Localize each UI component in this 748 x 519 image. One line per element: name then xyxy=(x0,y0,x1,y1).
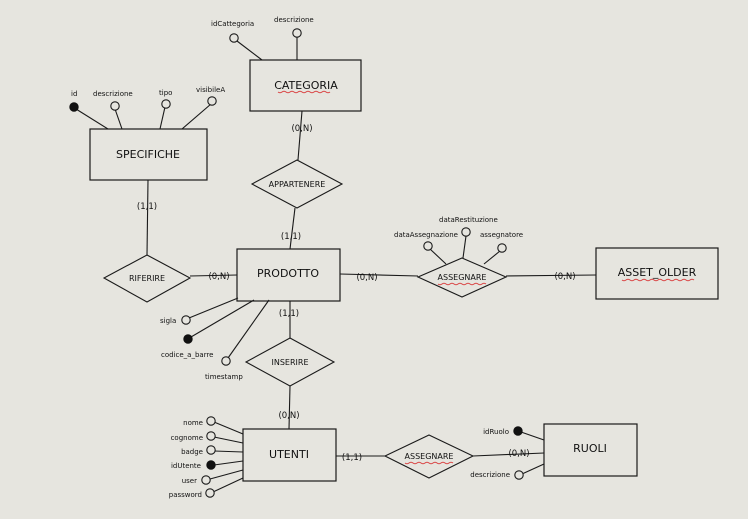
card-ruoli-assegnare: (0,N) xyxy=(508,449,529,459)
cardinality-labels: (0,N) (1,1) (1,1) (0,N) (0,N) (0,N) (1,1… xyxy=(137,124,576,463)
attr-badge-label: badge xyxy=(181,448,203,456)
connector-lines xyxy=(75,37,597,493)
attr-idcategoria-circle xyxy=(229,33,239,43)
attr-id-key-circle xyxy=(69,102,79,112)
card-prodotto-assegnare: (0,N) xyxy=(356,273,377,283)
attr-sigla-label: sigla xyxy=(160,317,176,325)
attr-user-label: user xyxy=(182,477,197,485)
card-asset-assegnare: (0,N) xyxy=(554,272,575,282)
attr-ruoli-descrizione-label: descrizione xyxy=(470,471,510,479)
attr-dataassegnazione-circle xyxy=(423,241,433,251)
entity-asset-older-label: ASSET_OLDER xyxy=(618,266,697,279)
attr-nome-circle xyxy=(206,416,216,426)
relationship-inserire: INSERIRE xyxy=(244,337,336,387)
relationship-assegnare-asset-label: ASSEGNARE xyxy=(438,273,487,282)
attr-timestamp-label: timestamp xyxy=(205,373,243,381)
attr-datarestituzione-circle xyxy=(461,227,471,237)
attr-timestamp-circle xyxy=(221,356,231,366)
relationship-inserire-label: INSERIRE xyxy=(271,358,308,367)
attr-badge-circle xyxy=(206,445,216,455)
entity-utenti-label: UTENTI xyxy=(269,448,309,461)
entity-specifiche: SPECIFICHE xyxy=(89,128,208,181)
attr-assegnatore-label: assegnatore xyxy=(480,231,523,239)
attr-ruoli-descrizione-circle xyxy=(514,470,524,480)
entity-prodotto: PRODOTTO xyxy=(236,248,341,302)
attr-idutente-key-circle xyxy=(206,460,216,470)
attr-cognome-circle xyxy=(206,431,216,441)
entity-categoria-label: CATEGORIA xyxy=(274,79,338,92)
entity-ruoli: RUOLI xyxy=(543,423,638,477)
card-utenti-assegnare: (1,1) xyxy=(342,453,362,463)
entity-asset-older: ASSET_OLDER xyxy=(595,247,719,300)
attr-sigla-circle xyxy=(181,315,191,325)
relationship-assegnare-ruoli: ASSEGNARE xyxy=(383,434,475,479)
attr-specifiche-descrizione-label: descrizione xyxy=(93,90,133,98)
attr-id-label: id xyxy=(71,90,77,98)
card-categoria-appartenere: (0,N) xyxy=(291,124,312,134)
attr-idruolo-label: idRuolo xyxy=(483,428,509,436)
card-utenti-inserire: (0,N) xyxy=(278,411,299,421)
attr-datarestituzione-label: dataRestituzione xyxy=(439,216,498,224)
attr-visibilea-label: visibileA xyxy=(196,86,225,94)
attr-tipo-label: tipo xyxy=(159,89,172,97)
attr-nome-label: nome xyxy=(183,419,203,427)
attr-idutente-label: idUtente xyxy=(171,462,201,470)
relationship-riferire-label: RIFERIRE xyxy=(129,274,165,283)
attr-cognome-label: cognome xyxy=(171,434,203,442)
entity-ruoli-label: RUOLI xyxy=(573,442,607,455)
attr-user-circle xyxy=(201,475,211,485)
relationship-riferire: RIFERIRE xyxy=(102,254,192,303)
attr-tipo-circle xyxy=(161,99,171,109)
attr-specifiche-descrizione-circle xyxy=(110,101,120,111)
attr-codice-a-barre-key-circle xyxy=(183,334,193,344)
attr-idruolo-key-circle xyxy=(513,426,523,436)
relationship-appartenere-label: APPARTENERE xyxy=(269,180,326,189)
entity-categoria: CATEGORIA xyxy=(249,59,362,112)
card-prodotto-inserire: (1,1) xyxy=(279,309,299,319)
attribute-labels: idCattegoria descrizione id descrizione … xyxy=(71,16,523,499)
card-specifiche-riferire: (1,1) xyxy=(137,202,157,212)
attr-assegnatore-circle xyxy=(497,243,507,253)
attr-codice-a-barre-label: codice_a_barre xyxy=(161,351,213,359)
attributes xyxy=(69,28,524,498)
relationship-assegnare-ruoli-label: ASSEGNARE xyxy=(405,452,454,461)
entity-specifiche-label: SPECIFICHE xyxy=(116,148,180,161)
card-prodotto-appartenere: (1,1) xyxy=(281,232,301,242)
attr-password-circle xyxy=(205,488,215,498)
relationship-assegnare-asset: ASSEGNARE xyxy=(416,257,508,298)
relationship-appartenere: APPARTENERE xyxy=(250,159,344,209)
attr-idcategoria-label: idCattegoria xyxy=(211,20,254,28)
entity-utenti: UTENTI xyxy=(242,428,337,482)
attr-categoria-descrizione-label: descrizione xyxy=(274,16,314,24)
attr-password-label: password xyxy=(169,491,202,499)
card-prodotto-riferire: (0,N) xyxy=(208,272,229,282)
attr-visibilea-circle xyxy=(207,96,217,106)
attr-dataassegnazione-label: dataAssegnazione xyxy=(394,231,458,239)
entity-prodotto-label: PRODOTTO xyxy=(257,267,319,280)
attr-categoria-descrizione-circle xyxy=(292,28,302,38)
